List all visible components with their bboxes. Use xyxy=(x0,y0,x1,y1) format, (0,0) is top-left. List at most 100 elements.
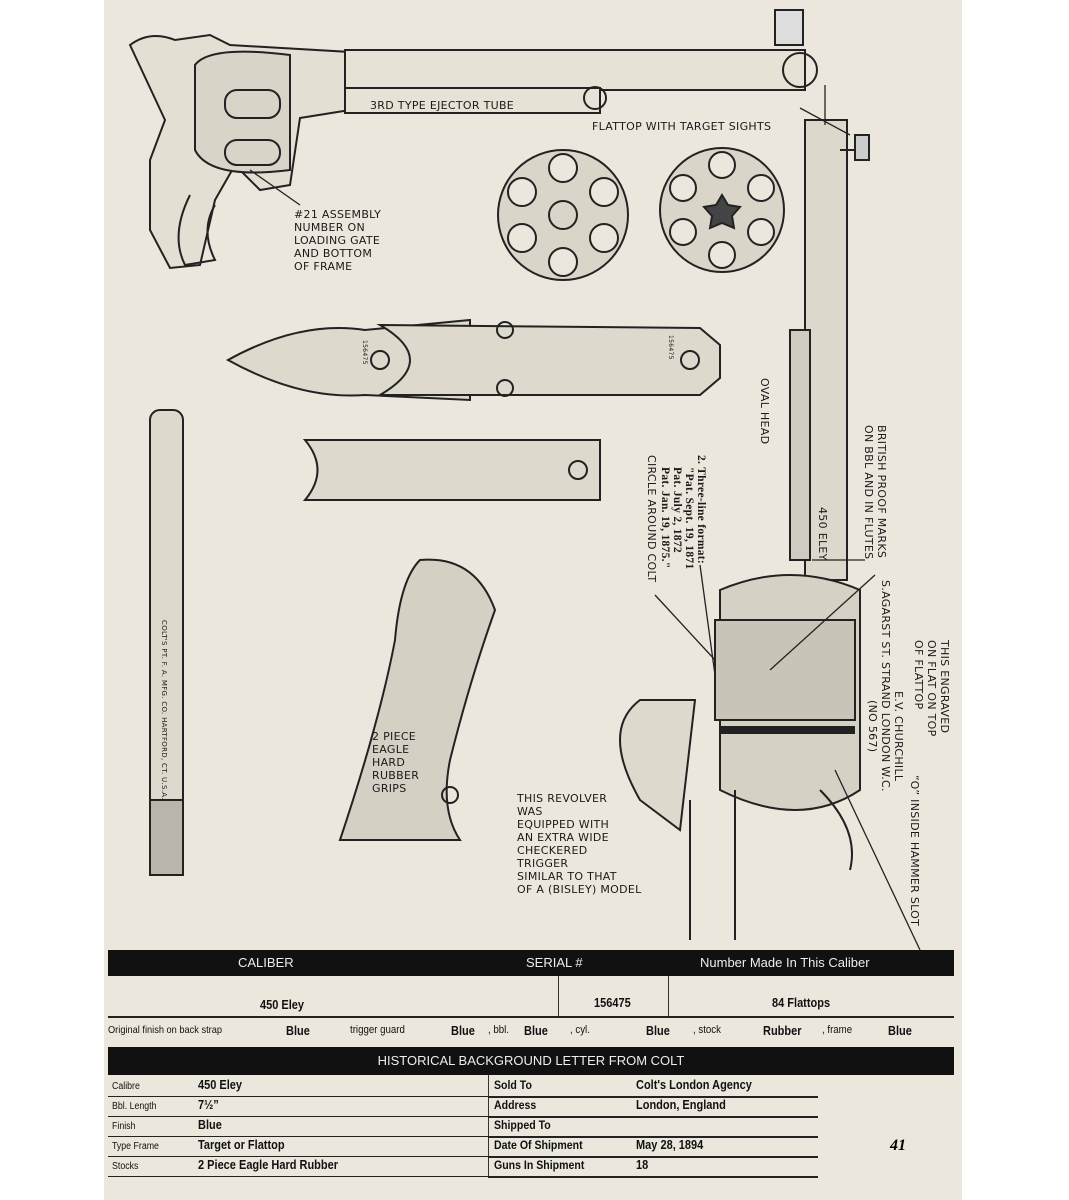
letter-left-value: Blue xyxy=(198,1118,222,1132)
grips-line: 2 PIECE xyxy=(372,730,417,743)
row-rule xyxy=(108,1176,488,1177)
divider xyxy=(558,976,559,1016)
divider xyxy=(108,1016,954,1018)
frame-value: Blue xyxy=(888,1024,912,1038)
revolver-top-view xyxy=(619,119,870,940)
assembly-line: OF FRAME xyxy=(294,260,353,273)
proof-line: ON BBL AND IN FLUTES xyxy=(862,425,875,560)
letter-left-label: Type Frame xyxy=(112,1141,159,1152)
letter-right-value: Colt's London Agency xyxy=(636,1078,752,1092)
stock-value: Rubber xyxy=(763,1024,802,1038)
churchill-label: E.V. CHURCHILL S.AGARST ST. STRAND LONDO… xyxy=(866,580,905,792)
hammer-slot-label: “O” INSIDE HAMMER SLOT xyxy=(908,775,921,927)
ejector-rod-stamp: COLT'S PT. F. A. MFG. CO. HARTFORD, CT. … xyxy=(160,620,168,800)
backstrap-parts xyxy=(225,318,721,501)
caliber-header: CALIBER xyxy=(238,955,294,970)
british-proof-label: BRITISH PROOF MARKS ON BBL AND IN FLUTES xyxy=(862,425,888,559)
row-rule xyxy=(108,1096,488,1097)
assembly-line: AND BOTTOM xyxy=(294,247,373,260)
row-rule xyxy=(488,1096,818,1098)
ejector-rod xyxy=(149,409,184,876)
letter-left-value: 7½” xyxy=(198,1098,219,1112)
cyl-label: , cyl. xyxy=(570,1024,590,1036)
churchill-line: E.V. CHURCHILL xyxy=(892,690,905,782)
row-rule xyxy=(108,1116,488,1117)
circle-colt-label: CIRCLE AROUND COLT xyxy=(645,455,658,583)
number-made-header: Number Made In This Caliber xyxy=(700,955,870,970)
back-strap-label: Original finish on back strap xyxy=(108,1024,223,1036)
letter-left-value: 450 Eley xyxy=(198,1078,243,1092)
letter-left-label: Stocks xyxy=(112,1161,139,1172)
bbl-label: , bbl. xyxy=(488,1024,509,1036)
bbl-value: Blue xyxy=(524,1024,548,1038)
grips-label: 2 PIECE EAGLE HARD RUBBER GRIPS xyxy=(372,730,419,795)
flattop-label: FLATTOP WITH TARGET SIGHTS xyxy=(592,120,772,133)
letter-right-value: 18 xyxy=(636,1158,649,1172)
letter-title: HISTORICAL BACKGROUND LETTER FROM COLT xyxy=(377,1053,685,1068)
row-rule xyxy=(108,1156,488,1157)
backstrap-serial: 156475 xyxy=(667,335,674,360)
patent-line: 2. Three-line format: xyxy=(695,455,707,565)
letter-header-bar: HISTORICAL BACKGROUND LETTER FROM COLT xyxy=(108,1047,954,1075)
assembly-line: NUMBER ON xyxy=(294,221,365,234)
engraved-line: OF FLATTOP xyxy=(912,640,925,710)
eley-label: 450 ELEY xyxy=(816,507,829,561)
letter-right-value: London, England xyxy=(636,1098,726,1112)
letter-left-value: Target or Flattop xyxy=(198,1138,285,1152)
revolver-side-view xyxy=(128,9,818,270)
number-made-value: 84 Flattops xyxy=(772,996,831,1010)
trigger-guard-label: trigger guard xyxy=(350,1024,405,1036)
engraved-line: ON FLAT ON TOP xyxy=(925,640,938,737)
trigger-line: THIS REVOLVER xyxy=(517,792,608,805)
churchill-line: (NO 567) xyxy=(866,699,879,753)
cyl-value: Blue xyxy=(646,1024,670,1038)
leader-lines xyxy=(249,85,921,951)
trigger-line: WAS xyxy=(517,805,543,818)
patent-line: Pat. Jan. 19, 1875." xyxy=(659,467,671,569)
engraved-label: THIS ENGRAVED ON FLAT ON TOP OF FLATTOP xyxy=(912,640,951,737)
stock-label: , stock xyxy=(693,1024,721,1036)
page-number: 41 xyxy=(890,1137,906,1154)
cylinder-rear xyxy=(659,147,785,273)
assembly-line: #21 ASSEMBLY xyxy=(294,208,382,221)
serial-value: 156475 xyxy=(594,996,631,1010)
row-rule xyxy=(488,1116,818,1118)
trigger-line: TRIGGER xyxy=(517,857,569,870)
ejector-tube-label: 3RD TYPE EJECTOR TUBE xyxy=(370,99,515,112)
trigger-line: AN EXTRA WIDE xyxy=(517,831,609,844)
letter-right-label: Date Of Shipment xyxy=(494,1138,583,1152)
assembly-line: LOADING GATE xyxy=(294,234,381,247)
letter-right-label: Shipped To xyxy=(494,1118,551,1132)
serial-header: SERIAL # xyxy=(526,955,583,970)
assembly-label: #21 ASSEMBLY NUMBER ON LOADING GATE AND … xyxy=(294,208,381,273)
grip-panel xyxy=(338,558,497,841)
patent-line: Pat. July 2, 1872 xyxy=(671,467,683,553)
engraved-line: THIS ENGRAVED xyxy=(938,640,951,734)
backstrap-serial: 156475 xyxy=(361,340,368,365)
grips-line: GRIPS xyxy=(372,782,407,795)
back-strap-value: Blue xyxy=(286,1024,310,1038)
row-rule xyxy=(108,1136,488,1137)
letter-right-label: Guns In Shipment xyxy=(494,1158,585,1172)
row-rule xyxy=(488,1176,818,1178)
letter-right-label: Address xyxy=(494,1098,537,1112)
trigger-line: OF A (BISLEY) MODEL xyxy=(517,883,642,896)
letter-left-label: Calibre xyxy=(112,1081,140,1092)
churchill-line: S.AGARST ST. STRAND LONDON W.C. xyxy=(879,580,892,792)
row-rule xyxy=(488,1136,818,1138)
letter-left-label: Finish xyxy=(112,1121,136,1132)
oval-head-label: OVAL HEAD xyxy=(758,378,771,445)
proof-line: BRITISH PROOF MARKS xyxy=(875,425,888,559)
letter-right-value: May 28, 1894 xyxy=(636,1138,704,1152)
row-rule xyxy=(488,1156,818,1158)
letter-right-label: Sold To xyxy=(494,1078,532,1092)
trigger-label: THIS REVOLVER WAS EQUIPPED WITH AN EXTRA… xyxy=(517,792,642,896)
caliber-value: 450 Eley xyxy=(260,998,305,1012)
trigger-line: SIMILAR TO THAT xyxy=(517,870,617,883)
grips-line: EAGLE xyxy=(372,743,410,756)
cylinder-front xyxy=(497,149,629,281)
grips-line: HARD xyxy=(372,756,406,769)
frame-label: , frame xyxy=(822,1024,853,1036)
patent-format-label: 2. Three-line format: "Pat. Sept. 19, 18… xyxy=(659,455,707,569)
